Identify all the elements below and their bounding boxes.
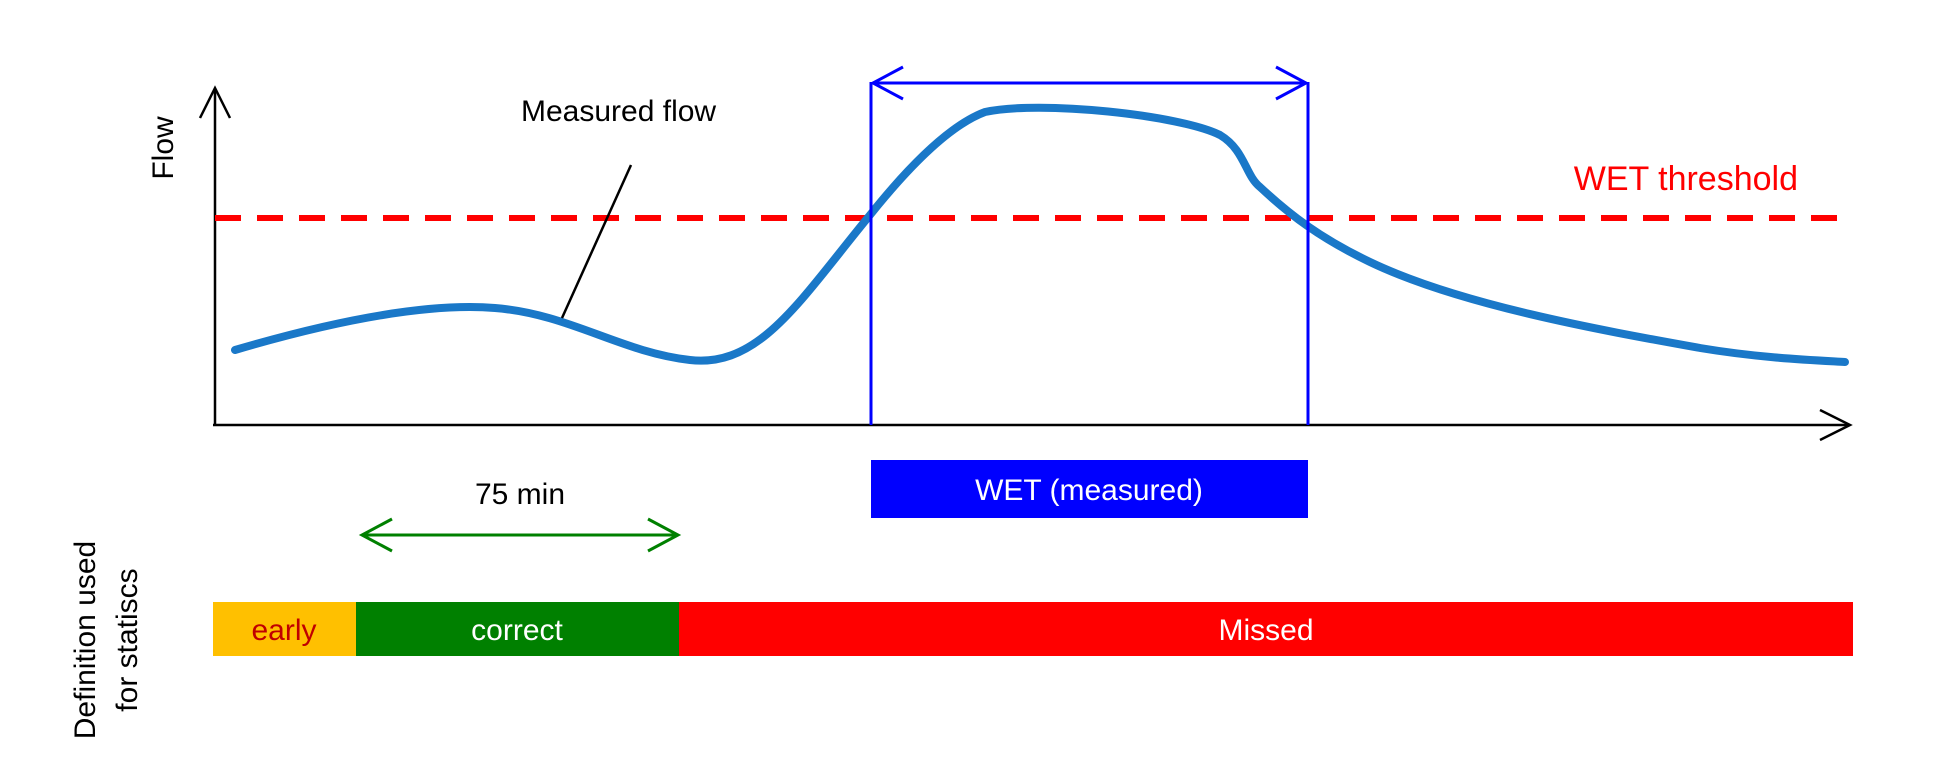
window-75min: 75 min (358, 478, 682, 553)
y-axis-label: Flow (147, 116, 180, 180)
x-axis-arrowhead (1819, 408, 1853, 442)
window-75min-arrowhead-left (358, 517, 393, 553)
axes (198, 85, 1853, 442)
segment-correct (356, 602, 679, 656)
wet-threshold-label: WET threshold (1574, 160, 1798, 198)
wet-duration-arrowhead-right (1275, 65, 1310, 101)
measured-flow-callout-line (560, 164, 633, 319)
segment-missed (679, 602, 1853, 656)
classification-bar: early correct Missed (213, 602, 1853, 656)
window-75min-label: 75 min (475, 478, 565, 511)
segment-early (213, 602, 356, 656)
segment-early-label: early (251, 614, 316, 647)
side-label: Definition used for statiscs (69, 541, 144, 739)
wet-measured-window (869, 65, 1310, 425)
segment-missed-label: Missed (1218, 614, 1313, 647)
wet-measured-bar (871, 460, 1308, 518)
window-75min-arrowhead-right (647, 517, 682, 553)
segment-correct-label: correct (471, 614, 563, 647)
measured-flow-label: Measured flow (521, 95, 716, 128)
side-label-line1: Definition used (69, 541, 102, 739)
wet-measured-bar-label: WET (measured) (975, 474, 1203, 507)
side-label-line2: for statiscs (111, 568, 144, 711)
wet-duration-arrowhead-left (869, 65, 904, 101)
y-axis-arrowhead (198, 85, 232, 119)
measured-flow-curve (231, 103, 1849, 366)
